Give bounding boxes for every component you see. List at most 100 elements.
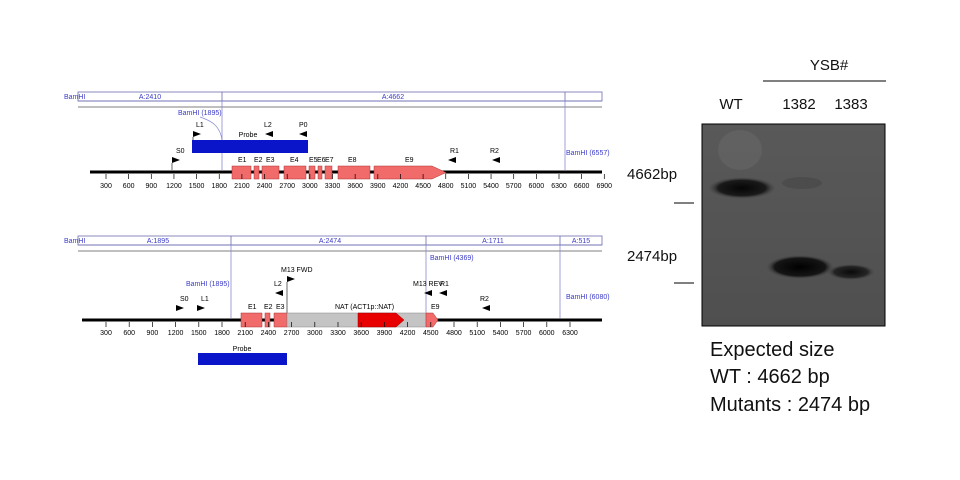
mut-bamhi-mid-label: BamHI (4369) <box>430 255 474 262</box>
wt-exon-e3 <box>261 165 280 180</box>
tick-label: 1500 <box>191 330 207 337</box>
wt-exons: E1 E2 E3 E4 E5 E6 E7 E8 E9 <box>231 157 447 180</box>
svg-text:E6: E6 <box>317 157 326 164</box>
wt-map: BamHI A:2410 A:4662 BamHI (1895) BamHI (… <box>64 91 612 190</box>
mut-exon-e2 <box>264 312 271 328</box>
blot-well-artifact <box>718 130 762 170</box>
wt-exon-e8 <box>337 165 371 180</box>
mut-exon-e3 <box>273 312 288 328</box>
tick-label: 600 <box>123 183 135 190</box>
tick-label: 1800 <box>214 330 230 337</box>
caption-line-2: WT : 4662 bp <box>710 366 830 388</box>
mut-fragment-1: A:1895 <box>147 238 169 245</box>
mut-primer-s0: S0 <box>176 296 189 311</box>
tick-label: 2400 <box>257 183 273 190</box>
svg-text:L1: L1 <box>201 296 209 303</box>
tick-label: 4200 <box>400 330 416 337</box>
tick-label: 1800 <box>211 183 227 190</box>
wt-exon-e9 <box>373 165 447 180</box>
wt-primer-r1: R1 <box>448 148 459 163</box>
tick-label: 300 <box>100 330 112 337</box>
blot-band-1382 <box>766 255 834 279</box>
svg-text:E9: E9 <box>405 157 414 164</box>
tick-label: 3900 <box>377 330 393 337</box>
mut-features: E1 E2 E3 NAT (ACT1p::NAT) E9 <box>240 304 440 328</box>
primer-arrow-icon <box>287 276 295 282</box>
mut-bamhi-header-label: BamHI <box>64 238 85 245</box>
tick-label: 3600 <box>353 330 369 337</box>
tick-label: 300 <box>100 183 112 190</box>
svg-text:E7: E7 <box>325 157 334 164</box>
mut-probe-label: Probe <box>233 346 252 353</box>
svg-text:E8: E8 <box>348 157 357 164</box>
caption-line-3: Mutants : 2474 bp <box>710 394 870 416</box>
mut-probe-bar <box>198 353 287 365</box>
primer-arrow-icon <box>265 131 273 137</box>
primer-arrow-icon <box>193 131 201 137</box>
wt-bamhi-right-label: BamHI (6557) <box>566 150 610 157</box>
tick-label: 1500 <box>189 183 205 190</box>
tick-label: 4500 <box>415 183 431 190</box>
svg-text:E2: E2 <box>254 157 263 164</box>
wt-probe-label: Probe <box>239 132 258 139</box>
mut-exon-e9 <box>425 312 439 328</box>
mut-bamhi-right-label: BamHI (6080) <box>566 294 610 301</box>
svg-text:L1: L1 <box>196 122 204 129</box>
svg-text:NAT (ACT1p::NAT): NAT (ACT1p::NAT) <box>335 304 394 311</box>
mut-bamhi-left-label: BamHI (1895) <box>186 281 230 288</box>
primer-arrow-icon <box>492 157 500 163</box>
wt-bamhi-left-label: BamHI (1895) <box>178 110 222 117</box>
wt-bamhi-header-label: BamHI <box>64 94 85 101</box>
mut-primer-m13-rev: M13 REV <box>413 281 443 296</box>
svg-text:E4: E4 <box>290 157 299 164</box>
wt-primer-l2: L2 <box>264 122 273 137</box>
tick-label: 2700 <box>284 330 300 337</box>
blot-marker-4662: 4662bp <box>627 166 677 183</box>
svg-text:E2: E2 <box>264 304 273 311</box>
tick-label: 3900 <box>370 183 386 190</box>
svg-text:S0: S0 <box>180 296 189 303</box>
svg-text:E3: E3 <box>276 304 285 311</box>
svg-text:L2: L2 <box>274 281 282 288</box>
primer-arrow-icon <box>197 305 205 311</box>
mut-primer-m13-fwd: M13 FWD <box>281 267 313 314</box>
svg-text:M13 FWD: M13 FWD <box>281 267 313 274</box>
mut-primer-r1: R1 <box>439 281 449 296</box>
tick-label: 6600 <box>574 183 590 190</box>
svg-text:M13 REV: M13 REV <box>413 281 443 288</box>
mut-exon-e1 <box>240 312 263 328</box>
tick-label: 1200 <box>168 330 184 337</box>
tick-label: 600 <box>123 330 135 337</box>
wt-exon-e5 <box>308 165 316 180</box>
mut-nat-cassette <box>286 312 427 328</box>
wt-primer-r2: R2 <box>490 148 500 163</box>
svg-text:E9: E9 <box>431 304 440 311</box>
svg-text:E1: E1 <box>248 304 257 311</box>
southern-blot: YSB# WT 1382 1383 4662bp 2474bp <box>627 57 886 327</box>
wt-fragment-1: A:2410 <box>139 94 161 101</box>
blot-band-wt <box>708 177 776 199</box>
tick-label: 3300 <box>325 183 341 190</box>
caption-line-1: Expected size <box>710 339 835 361</box>
primer-arrow-icon <box>172 157 180 163</box>
tick-label: 900 <box>145 183 157 190</box>
wt-exon-e2 <box>253 165 260 180</box>
tick-label: 5700 <box>516 330 532 337</box>
wt-exon-e1 <box>231 165 252 180</box>
tick-label: 5100 <box>461 183 477 190</box>
svg-text:P0: P0 <box>299 122 308 129</box>
wt-primer-l1: L1 <box>192 122 204 140</box>
tick-label: 5400 <box>493 330 509 337</box>
tick-label: 5400 <box>483 183 499 190</box>
wt-fragment-2: A:4662 <box>382 94 404 101</box>
tick-label: 6300 <box>562 330 578 337</box>
caption: Expected size WT : 4662 bp Mutants : 247… <box>710 339 870 416</box>
tick-label: 4800 <box>446 330 462 337</box>
primer-arrow-icon <box>482 305 490 311</box>
tick-label: 6000 <box>529 183 545 190</box>
svg-text:R2: R2 <box>480 296 489 303</box>
svg-text:E3: E3 <box>266 157 275 164</box>
blot-faint-band <box>782 177 822 189</box>
